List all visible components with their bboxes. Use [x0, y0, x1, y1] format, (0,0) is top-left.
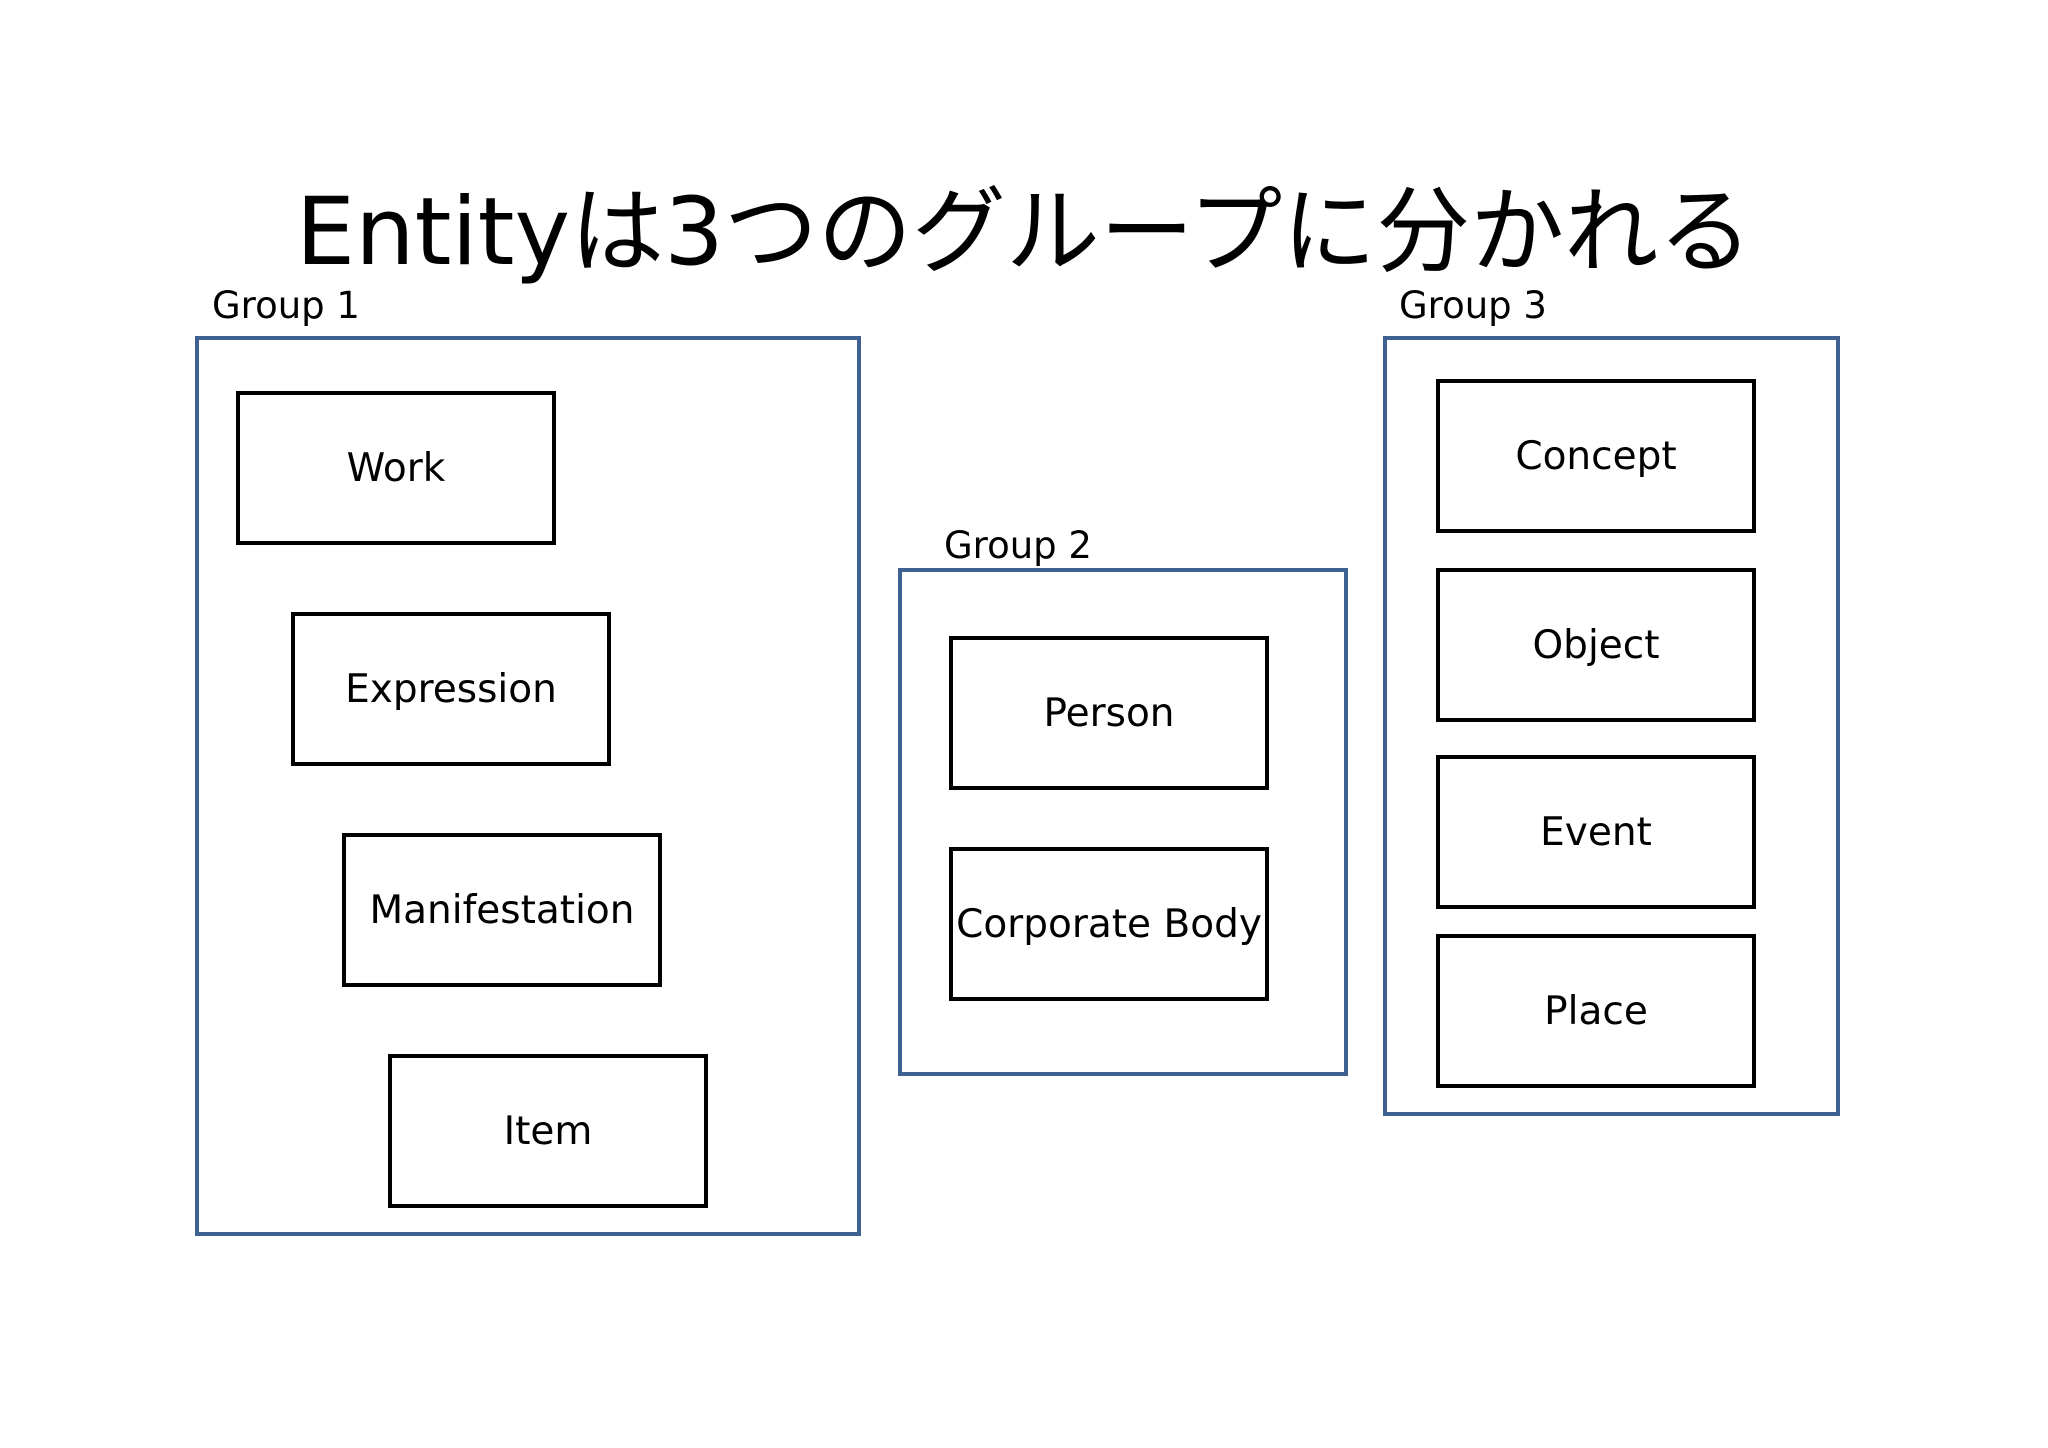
entity-manifestation: Manifestation [342, 833, 662, 987]
entity-concept: Concept [1436, 379, 1756, 533]
entity-item: Item [388, 1054, 708, 1208]
entity-person: Person [949, 636, 1269, 790]
entity-expression: Expression [291, 612, 611, 766]
slide-title: Entityは3つのグループに分かれる [295, 178, 1753, 287]
group-3-label: Group 3 [1399, 284, 1547, 327]
entity-object: Object [1436, 568, 1756, 722]
entity-event: Event [1436, 755, 1756, 909]
group-1-label: Group 1 [212, 284, 360, 327]
entity-corporate-body: Corporate Body [949, 847, 1269, 1001]
group-2-label: Group 2 [944, 524, 1092, 567]
entity-work: Work [236, 391, 556, 545]
entity-place: Place [1436, 934, 1756, 1088]
